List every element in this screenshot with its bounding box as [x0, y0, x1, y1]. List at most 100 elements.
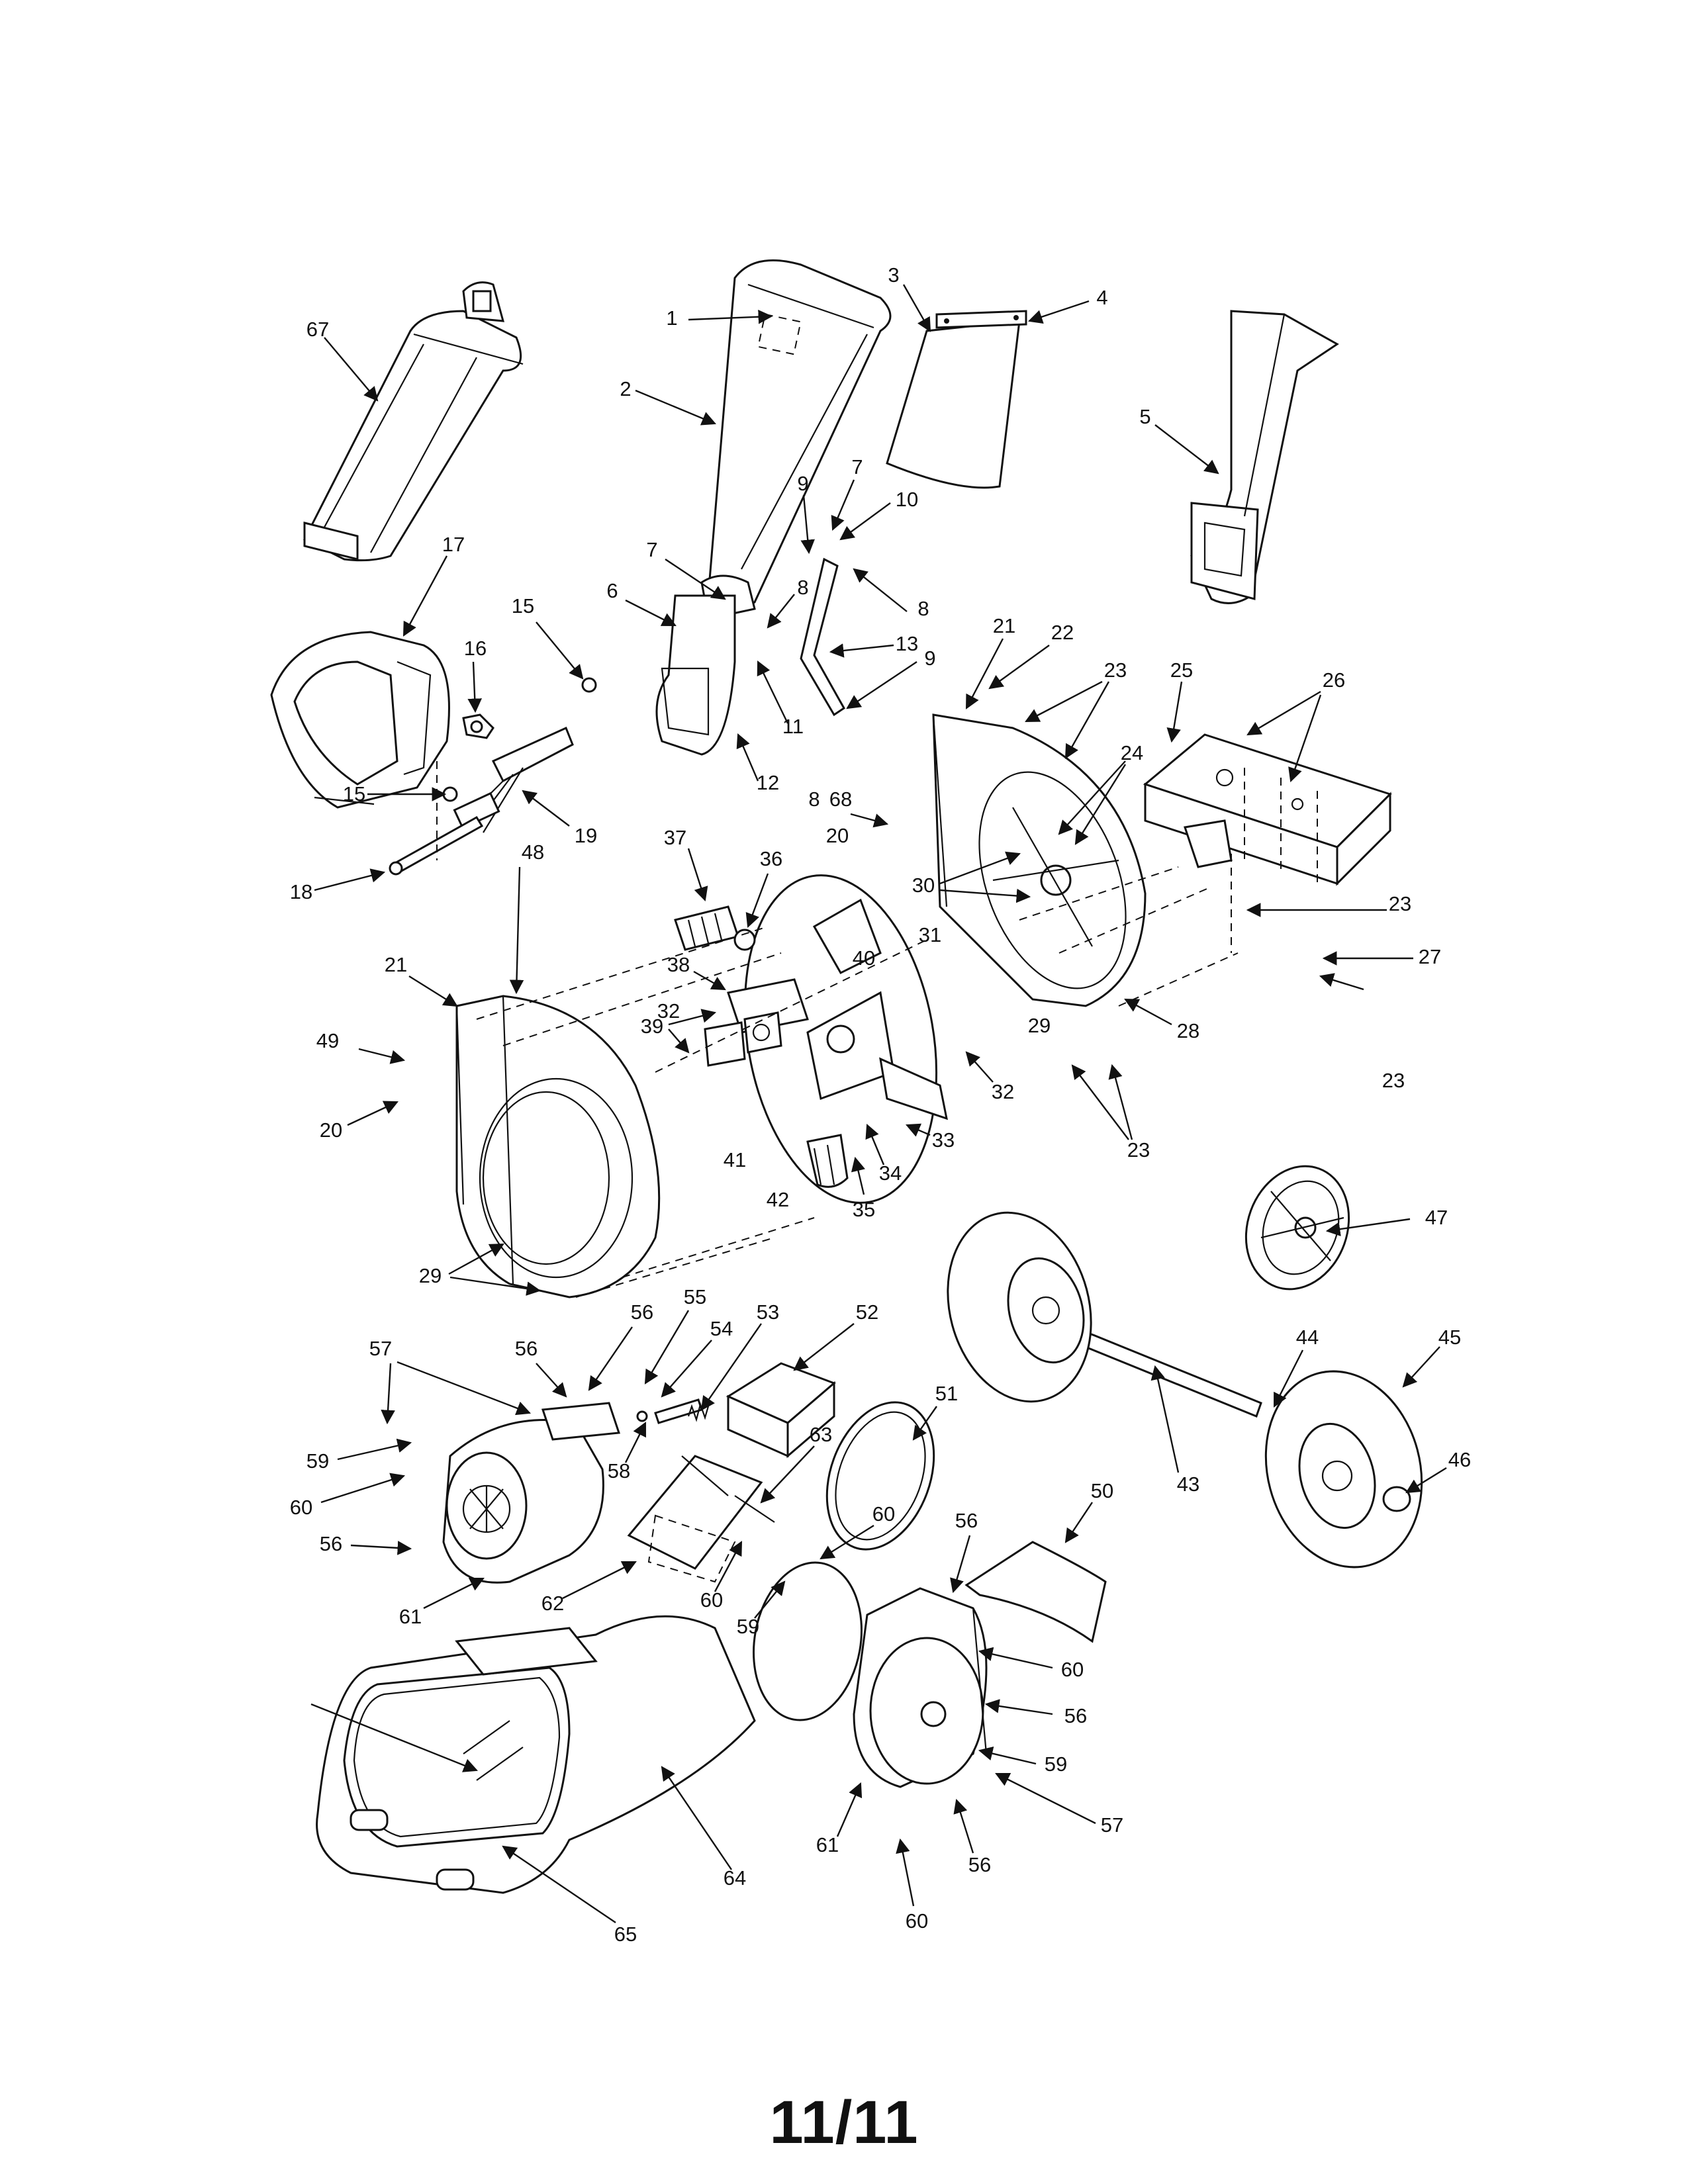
- leader-24a: [1058, 760, 1126, 835]
- callout-11: 11: [782, 715, 804, 738]
- callout-57a: 57: [369, 1337, 392, 1360]
- callout-44: 44: [1296, 1326, 1319, 1349]
- leader-32b: [965, 1051, 994, 1083]
- leader-9b: [846, 661, 917, 709]
- leader-22: [988, 645, 1050, 690]
- leader-67: [324, 337, 379, 402]
- leader-15a: [536, 621, 584, 680]
- spring-53-55: [636, 1398, 711, 1424]
- callout-21a: 21: [993, 614, 1015, 637]
- rotor-plate-40: [727, 874, 948, 1204]
- clip-15b: [442, 786, 458, 802]
- callout-24: 24: [1121, 741, 1143, 764]
- hopper-housing-17: [270, 631, 450, 809]
- callout-4: 4: [1096, 286, 1107, 309]
- leader-60a: [320, 1473, 406, 1504]
- leader-61b: [836, 1782, 863, 1837]
- leader-21b: [408, 975, 458, 1007]
- leader-7b: [831, 479, 855, 531]
- leader-52: [793, 1323, 855, 1371]
- callout-34: 34: [879, 1161, 902, 1185]
- leader-56a: [588, 1326, 633, 1391]
- knob-16: [462, 713, 494, 739]
- leader-58: [624, 1422, 647, 1463]
- callout-6: 6: [606, 579, 618, 602]
- leader-33: [906, 1123, 931, 1137]
- leader-6: [625, 599, 677, 627]
- leader-50: [1064, 1502, 1093, 1543]
- callout-7a: 7: [646, 538, 657, 561]
- callout-61a: 61: [399, 1605, 422, 1628]
- pin-18: [389, 815, 484, 876]
- leader-48: [509, 866, 524, 995]
- leader-23e: [1071, 1064, 1129, 1140]
- bracket-52: [726, 1362, 836, 1459]
- leader-60d: [978, 1647, 1053, 1669]
- callout-57c: 57: [1101, 1813, 1123, 1837]
- callout-8b: 8: [917, 597, 929, 620]
- hopper-funnel-67: [303, 281, 524, 562]
- wheel-47: [1244, 1165, 1350, 1291]
- callout-2: 2: [620, 377, 631, 400]
- leader-20a: [850, 813, 889, 828]
- callout-59a: 59: [306, 1449, 329, 1473]
- callout-12: 12: [757, 771, 779, 794]
- leader-46: [1405, 1467, 1447, 1494]
- leader-10: [839, 502, 891, 541]
- callout-1: 1: [666, 306, 677, 330]
- callout-60c: 60: [700, 1588, 723, 1612]
- leader-9a: [800, 494, 815, 555]
- callout-51: 51: [935, 1382, 958, 1405]
- callout-15a: 15: [512, 594, 534, 617]
- callout-23a: 23: [1104, 659, 1127, 682]
- clip-15a: [581, 677, 597, 693]
- callout-9b: 9: [924, 647, 935, 670]
- callout-28: 28: [1177, 1019, 1199, 1042]
- callout-23e: 23: [1127, 1138, 1150, 1161]
- callout-3: 3: [888, 263, 899, 287]
- leader-56b: [536, 1363, 567, 1398]
- flap-bracket-4: [935, 310, 1027, 329]
- leader-60e: [896, 1838, 915, 1907]
- leader-20b: [347, 1101, 399, 1126]
- callout-leaders: [310, 284, 1447, 1923]
- callout-16: 16: [464, 637, 487, 660]
- callout-55: 55: [684, 1285, 706, 1308]
- leader-23b: [1064, 681, 1110, 759]
- callout-43: 43: [1177, 1473, 1199, 1496]
- leader-29b: [449, 1276, 541, 1296]
- leader-28: [1124, 998, 1172, 1026]
- leader-53: [700, 1323, 762, 1411]
- leader-25: [1166, 681, 1183, 743]
- leader-4: [1027, 300, 1090, 324]
- callout-60a: 60: [290, 1496, 312, 1519]
- right-housing-29: [932, 713, 1147, 1007]
- chute-rod-13: [800, 557, 845, 717]
- leader-26a: [1246, 690, 1321, 736]
- leader-8a: [767, 594, 795, 629]
- leader-29a: [448, 1243, 504, 1275]
- bushing-36: [733, 929, 756, 951]
- callout-56c: 56: [320, 1532, 342, 1555]
- callout-19: 19: [575, 824, 597, 847]
- hub-cap-46: [1382, 1486, 1411, 1512]
- deflector-flap-3: [886, 320, 1021, 489]
- leader-30b: [939, 888, 1031, 903]
- leader-17: [402, 555, 448, 637]
- leader-30a: [939, 851, 1021, 885]
- leader-16: [467, 661, 483, 713]
- leader-61a: [423, 1577, 485, 1610]
- chute-tube-2: [700, 259, 892, 620]
- callout-50: 50: [1091, 1479, 1113, 1502]
- callout-23d: 23: [1382, 1069, 1405, 1092]
- leader-23a: [1025, 680, 1103, 723]
- blade-block-37: [674, 905, 739, 951]
- leader-60b: [820, 1524, 874, 1560]
- callout-61b: 61: [816, 1833, 839, 1856]
- main-cover-64: [316, 1615, 756, 1894]
- callout-38: 38: [667, 953, 690, 976]
- leader-39: [668, 1009, 717, 1026]
- roller-tool-19: [453, 726, 574, 833]
- leader-64: [661, 1766, 732, 1870]
- callout-46: 46: [1448, 1448, 1471, 1471]
